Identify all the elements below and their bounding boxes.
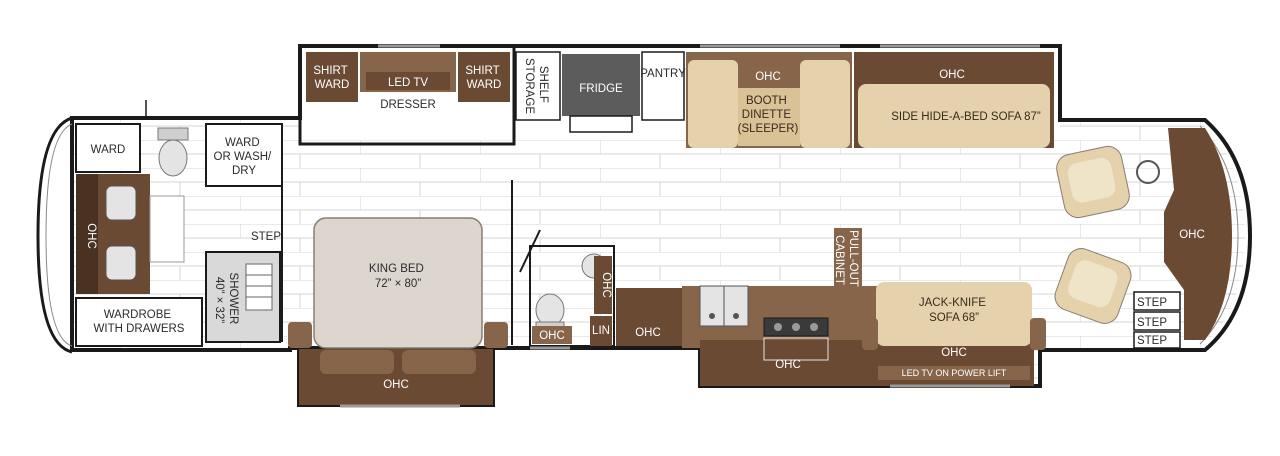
- led-tv-label: LED TV: [388, 77, 428, 89]
- double-sink-icon: [699, 285, 749, 327]
- front-cap-inner: [1199, 125, 1239, 345]
- led-tv-lift: [878, 366, 1030, 380]
- ohc-rear-label: OHC: [85, 223, 97, 249]
- ward-rear: [75, 123, 141, 173]
- ohc-bed-label: OHC: [383, 379, 409, 391]
- fridge-door-hinge: [569, 115, 633, 133]
- steering-wheel-icon: [1136, 160, 1160, 184]
- booth-dinette-label: BOOTH DINETTE (SLEEPER): [738, 95, 799, 135]
- pull-out-cabinet: [834, 228, 862, 294]
- ohc-side-sofa-label: OHC: [939, 69, 965, 81]
- step-label-2: STEP: [1137, 317, 1167, 329]
- jack-knife-arm-right: [1030, 318, 1046, 350]
- jack-knife-arm-left: [862, 318, 878, 350]
- ohc-galley-label: OHC: [775, 359, 801, 371]
- windows: [340, 44, 1040, 408]
- king-bed-label: KING BED 72” × 80”: [369, 263, 427, 290]
- half-bath-vanity: [594, 256, 612, 314]
- booth-table: [738, 88, 800, 146]
- ohc-vanity-label: OHC: [600, 272, 612, 298]
- shirt-ward-left: [306, 52, 358, 102]
- sink-lower: [105, 245, 137, 281]
- shirt-ward-left-label: SHIRT WARD: [313, 65, 350, 91]
- dresser-label: DRESSER: [380, 99, 436, 111]
- shelf-storage-label: SHELF STORAGE: [523, 58, 549, 114]
- passenger-recliner: [1054, 248, 1132, 324]
- booth-seat-right: [800, 60, 850, 148]
- pillow-left: [320, 350, 394, 374]
- wardrobe-drawers: [75, 297, 203, 347]
- step-label-1: STEP: [1137, 297, 1167, 309]
- pull-out-cabinet-label: PULL-OUT CABINET: [833, 230, 859, 290]
- half-bath-ohc: [532, 326, 572, 344]
- vanity-counter-ext: [149, 195, 185, 263]
- pillow-right: [402, 350, 476, 374]
- step-bath-label: STEP: [251, 231, 281, 243]
- shower-seat-icon: [245, 263, 273, 311]
- oven-icon: [763, 337, 829, 361]
- lin-label: LIN: [592, 325, 610, 337]
- exterior-wall: [70, 44, 1253, 388]
- side-sofa-cushion: [858, 84, 1050, 148]
- shower-label: SHOWER 40” × 32”: [213, 273, 239, 328]
- sink-upper: [105, 185, 137, 221]
- galley-ohc-left: [616, 288, 682, 346]
- step-label-3: STEP: [1137, 335, 1167, 347]
- fridge: [562, 54, 640, 116]
- pantry: [641, 51, 685, 121]
- nightstand-left: [288, 322, 312, 348]
- king-bed: [313, 217, 483, 349]
- ohc-half-bath-label: OHC: [539, 330, 565, 342]
- nightstand-right: [484, 322, 508, 348]
- jack-knife-sofa: [876, 282, 1032, 346]
- shelf-storage: [515, 51, 561, 121]
- shirt-ward-right-label: SHIRT WARD: [465, 65, 502, 91]
- rear-cap-inner: [45, 123, 73, 347]
- pantry-label: PANTRY: [640, 68, 686, 80]
- shirt-ward-right: [458, 52, 510, 102]
- rear-vanity-ohc: [76, 174, 98, 294]
- half-bath-wall: [529, 245, 615, 347]
- dash: [1164, 128, 1232, 340]
- toilet-rear: [157, 127, 189, 177]
- linen-cabinet: [590, 316, 612, 346]
- ohc-jack-label: OHC: [941, 347, 967, 359]
- ohc-front-label: OHC: [1179, 229, 1205, 241]
- led-tv-lift-label: LED TV ON POWER LIFT: [902, 368, 1007, 378]
- driver-recliner: [1056, 145, 1130, 219]
- ward-wash-label: WARD OR WASH/ DRY: [214, 137, 275, 177]
- cooktop-icon: [763, 317, 829, 337]
- led-tv: [366, 72, 450, 90]
- ward-rear-label: WARD: [91, 144, 126, 156]
- entry-steps: [1133, 291, 1181, 349]
- jack-knife-label: JACK-KNIFE SOFA 68”: [919, 297, 989, 324]
- ohc-galley-left-label: OHC: [635, 327, 661, 339]
- side-sofa-label: SIDE HIDE-A-BED SOFA 87”: [891, 111, 1041, 123]
- booth-seat-left: [688, 60, 738, 148]
- wardrobe-label: WARDROBE WITH DRAWERS: [94, 309, 185, 335]
- ohc-booth-label: OHC: [755, 71, 781, 83]
- fridge-label: FRIDGE: [579, 83, 623, 95]
- rear-cap: [36, 116, 73, 354]
